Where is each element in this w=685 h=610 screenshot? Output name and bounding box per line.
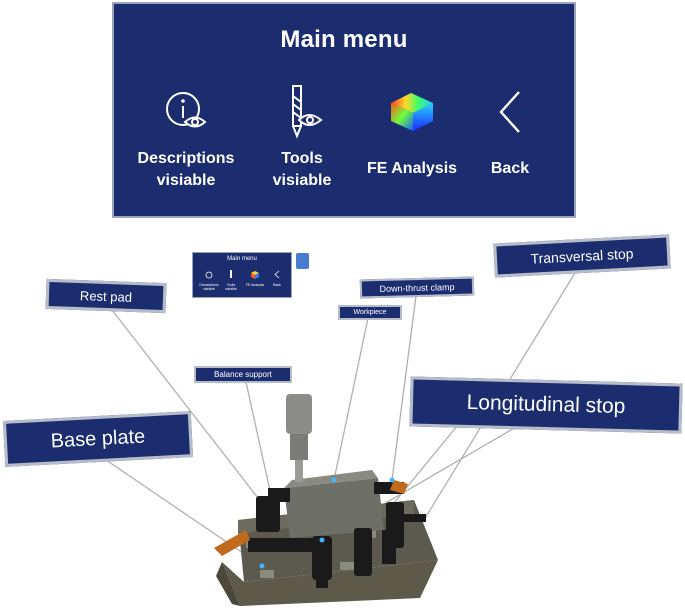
mini-back-button[interactable]: Back: [273, 283, 281, 287]
orange-stop-left: [214, 530, 250, 556]
back-label: Back: [490, 160, 530, 177]
anchor-longitudinal: [319, 537, 325, 543]
leader-base-plate: [105, 459, 263, 567]
rest-pad-label: Rest pad: [45, 278, 167, 314]
descriptions-label-line1: Descriptions: [137, 150, 235, 167]
mini-menu-toggle-icon[interactable]: [296, 253, 309, 269]
mini-drill-icon: [230, 270, 232, 278]
leader-down-thrust-clamp: [391, 295, 417, 481]
anchor-dots: [259, 477, 395, 569]
fe-analysis-button[interactable]: FE Analysis: [362, 84, 462, 180]
down-thrust-clamp-label: Down-thrust clamp: [359, 276, 475, 299]
tools-visible-button[interactable]: Tools visiable: [260, 84, 344, 192]
main-menu-title: Main menu: [280, 26, 408, 53]
descriptions-visible-button[interactable]: Descriptions visiable: [134, 84, 238, 192]
fe-cube-icon: [391, 93, 433, 131]
mini-main-menu[interactable]: Main menu Descriptions visiable Tools vi…: [192, 252, 292, 298]
anchor-base-plate: [259, 563, 265, 569]
balance-support-label: Balance support: [194, 366, 292, 383]
leader-balance-support: [245, 381, 273, 501]
anchor-workpiece: [331, 477, 337, 483]
back-button[interactable]: Back: [478, 84, 542, 180]
drill-eye-icon: [292, 85, 323, 139]
longitudinal-stop-label: Longitudinal stop: [409, 376, 683, 434]
anchor-clamp: [389, 477, 395, 483]
workpiece-model: [284, 470, 384, 538]
mini-descriptions-button[interactable]: Descriptions visiable: [199, 283, 219, 291]
mini-menu-title: Main menu: [227, 256, 257, 262]
chevron-left-icon: [499, 91, 520, 133]
orange-stop-right: [390, 480, 408, 494]
mini-tools-button[interactable]: Tools visiable: [225, 283, 237, 291]
mini-info-icon: [205, 271, 213, 279]
mini-fe-button[interactable]: FE Analysis: [245, 283, 265, 287]
tools-label-line2: visiable: [272, 172, 332, 189]
leader-workpiece: [333, 317, 369, 481]
main-menu-panel: Main menu Descriptions visiable: [112, 2, 576, 218]
tool-spindle-model: [286, 394, 312, 482]
mini-chevron-icon: [274, 270, 280, 279]
workpiece-label: Workpiece: [338, 305, 402, 320]
tools-label-line1: Tools: [281, 150, 323, 167]
info-eye-icon: [166, 92, 207, 128]
mini-cube-icon: [251, 271, 259, 279]
base-plate-label: Base plate: [2, 411, 194, 467]
fe-analysis-label: FE Analysis: [366, 160, 458, 177]
descriptions-label-line2: visiable: [156, 172, 216, 189]
leader-rest-pad: [111, 309, 259, 499]
